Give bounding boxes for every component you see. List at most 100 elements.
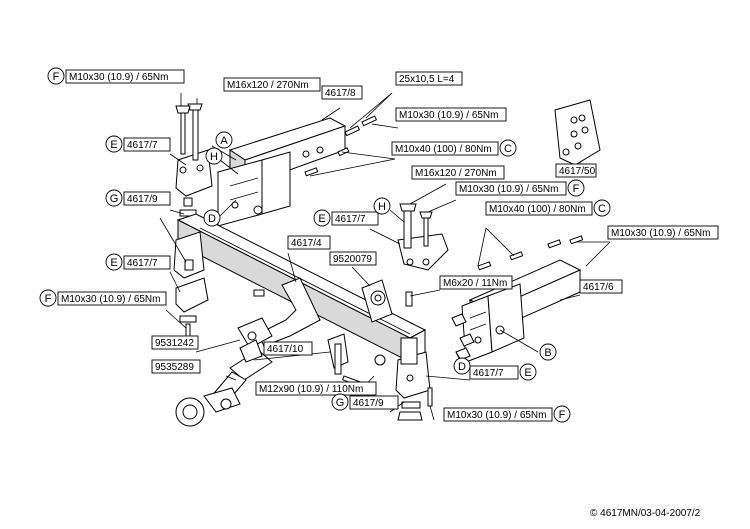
- callout-text: 4617/7: [127, 258, 158, 269]
- callout-text: M10x30 (10.9) / 65Nm: [69, 72, 169, 83]
- parts-layer: [159, 92, 611, 427]
- letter-circle: [39, 289, 57, 307]
- callout-text: 4617/7: [473, 368, 504, 379]
- callout-text: 4617/4: [291, 238, 322, 249]
- part-letter-D: D: [203, 209, 221, 227]
- letter-circle: [553, 405, 571, 423]
- letter-circle: [519, 363, 537, 381]
- callout-letter-E: E: [519, 363, 537, 381]
- callout-box: [65, 69, 185, 84]
- callout-m16-top: M16x120 / 270Nm: [223, 77, 321, 92]
- letter-circle: [105, 135, 123, 153]
- callout-box: [151, 359, 201, 374]
- callout-letter-F: F: [39, 289, 57, 307]
- letter-circle: [539, 343, 557, 361]
- letter-text: C: [504, 143, 512, 155]
- letter-text: E: [110, 139, 117, 151]
- leader-lines: [159, 92, 611, 421]
- callout-box: [555, 163, 597, 178]
- letter-circle: [313, 209, 331, 227]
- callout-p9535289: 9535289: [151, 359, 201, 374]
- callout-letter-C: C: [499, 139, 517, 157]
- callout-box: [395, 107, 507, 122]
- part-letter-H: H: [373, 197, 391, 215]
- callout-p4617-7-e3: 4617/7 E: [105, 253, 171, 271]
- part-letter-A: A: [215, 131, 233, 149]
- callout-m10-f-left: M10x30 (10.9) / 65Nm F: [39, 289, 167, 307]
- callout-box: [455, 181, 567, 196]
- callout-text: M12x90 (10.9) / 110Nm: [259, 384, 363, 395]
- callout-p4617-7-e1: 4617/7E: [105, 135, 171, 153]
- callout-letter-G: G: [105, 189, 123, 207]
- callout-letter-C: C: [593, 199, 611, 217]
- letter-circle: [567, 179, 585, 197]
- letter-circle: [105, 253, 123, 271]
- letter-text: G: [110, 193, 119, 205]
- letter-circle: [47, 67, 65, 85]
- callout-box: [321, 85, 363, 100]
- letter-text: H: [210, 151, 218, 163]
- letter-text: F: [53, 71, 60, 83]
- callout-box: [255, 381, 377, 396]
- callout-m12x90: M12x90 (10.9) / 110Nm: [255, 381, 377, 396]
- letter-text: D: [208, 213, 216, 225]
- callout-p4617-10: 4617/10: [263, 341, 313, 356]
- callout-box: [395, 71, 463, 86]
- letter-text: F: [45, 293, 52, 305]
- callout-p4617-8: 4617/8: [321, 85, 363, 100]
- socket-plate-9520079: [361, 279, 393, 323]
- callout-p4617-9-g1: 4617/9G: [105, 189, 171, 207]
- plate-4617-10: [327, 333, 349, 375]
- callout-box: [329, 251, 377, 266]
- callout-text: 4617/10: [267, 344, 304, 355]
- letter-text: F: [559, 409, 566, 421]
- right-side-plate-mid: [397, 203, 449, 271]
- callout-text: M6x20 / 11Nm: [443, 278, 507, 289]
- callout-text: 9520079: [333, 254, 372, 265]
- callout-box: [123, 255, 171, 270]
- callout-letter-E: E: [313, 209, 331, 227]
- part-letter-H: H: [205, 147, 223, 165]
- letter-circle: [215, 131, 233, 149]
- callout-box: [439, 275, 513, 290]
- callout-text: 4617/8: [325, 88, 356, 99]
- callout-box: [469, 365, 519, 380]
- callout-p4617-7-e2: 4617/7E: [313, 209, 379, 227]
- callout-letter-F: F: [553, 405, 571, 423]
- letter-circle: [453, 357, 471, 375]
- callout-box: [223, 77, 321, 92]
- callout-box: [411, 165, 505, 180]
- letter-circle: [499, 139, 517, 157]
- callout-bolt-25: 25x10,5 L=4: [395, 71, 463, 86]
- callout-p4617-9-g2: 4617/9 G: [331, 393, 399, 411]
- callout-p4617-7-e4: 4617/7 E: [469, 363, 537, 381]
- callout-text: M10x30 (10.9) / 65Nm: [611, 228, 711, 239]
- copyright-text: © 4617MN/03-04-2007/2: [590, 508, 701, 519]
- callout-letter-E: E: [105, 253, 123, 271]
- letter-circle: [203, 209, 221, 227]
- callout-letter-G: G: [331, 393, 349, 411]
- letter-text: E: [110, 257, 117, 269]
- letter-circle: [205, 147, 223, 165]
- callout-box: [287, 235, 331, 250]
- callout-m10-right: M10x30 (10.9) / 65Nm: [607, 225, 719, 240]
- callout-text: 9531242: [155, 338, 194, 349]
- small-fasteners: [304, 115, 584, 407]
- callout-m16-mid: M16x120 / 270Nm: [411, 165, 505, 180]
- letter-text: B: [544, 347, 551, 359]
- letter-text: F: [573, 183, 580, 195]
- letter-text: G: [336, 397, 345, 409]
- left-side-plate-top: [175, 103, 213, 217]
- callout-text: M10x40 (100) / 80Nm: [489, 204, 586, 215]
- callout-box: [57, 291, 167, 306]
- callout-text: M10x30 (10.9) / 65Nm: [61, 294, 161, 305]
- callout-text: 4617/9: [353, 398, 384, 409]
- letter-text: H: [378, 201, 386, 213]
- callout-p4617-50: 4617/50: [555, 163, 597, 178]
